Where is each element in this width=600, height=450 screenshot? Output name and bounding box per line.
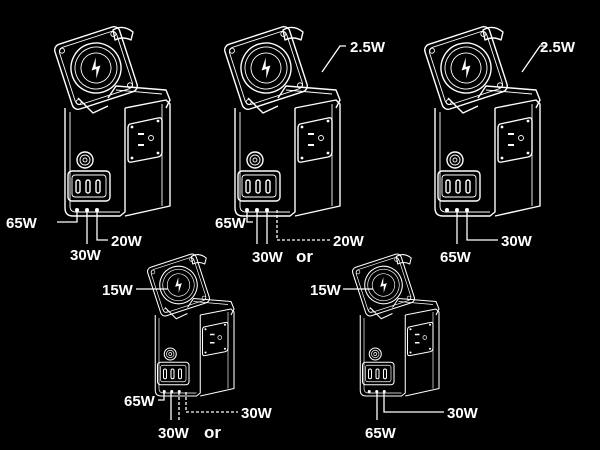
power-station-config-4: 15W 65W 30W or 30W (102, 252, 273, 442)
power-station-config-2: 2.5W 65W 30W or 20W (215, 24, 386, 266)
label-usb-c3: 20W (111, 233, 143, 250)
label-usb-c2: 30W (252, 249, 284, 266)
label-wireless: 2.5W (350, 39, 386, 56)
label-or: or (296, 247, 313, 266)
label-usb-c1: 65W (215, 215, 247, 232)
label-usb-c3: 20W (333, 233, 365, 250)
label-usb-c2: 30W (447, 405, 479, 422)
label-usb-c1: 65W (365, 425, 397, 442)
label-usb-c2: 30W (501, 233, 533, 250)
power-station-config-3: 2.5W 65W 30W (422, 24, 576, 266)
label-wireless: 15W (310, 282, 342, 299)
label-usb-c1: 65W (124, 393, 156, 410)
label-usb-c3: 30W (241, 405, 273, 422)
label-wireless: 15W (102, 282, 134, 299)
power-station-config-5: 15W 65W 30W (310, 252, 479, 442)
label-usb-c2: 30W (158, 425, 190, 442)
power-station-config-1: 65W 30W 20W (6, 24, 171, 264)
label-usb-c1: 65W (6, 215, 38, 232)
label-wireless: 2.5W (540, 39, 576, 56)
label-usb-c2: 30W (70, 247, 102, 264)
label-or: or (204, 423, 221, 442)
label-usb-c1: 65W (440, 249, 472, 266)
